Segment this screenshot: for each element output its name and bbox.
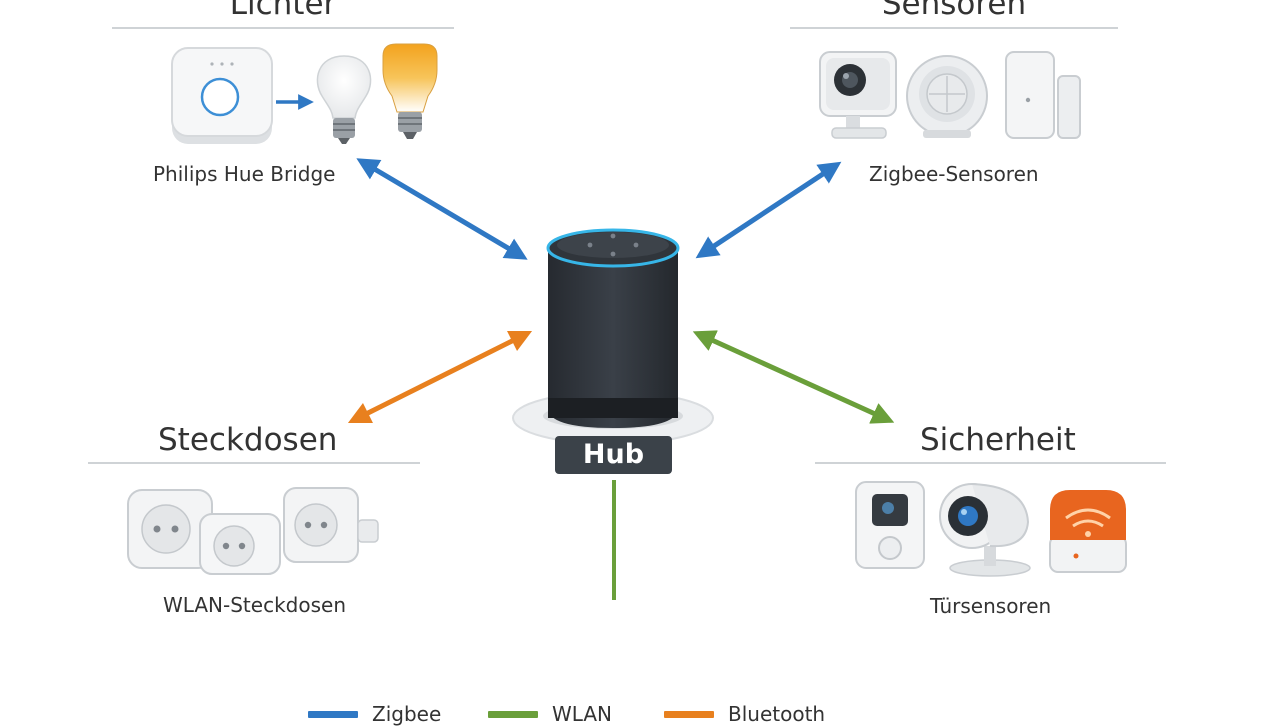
legend-item-zigbee: Zigbee [308, 702, 441, 726]
legend-item-wlan: WLAN [488, 702, 612, 726]
lights-title: Lichter [229, 0, 337, 22]
security-divider [815, 462, 1166, 464]
sensors-caption: Zigbee-Sensoren [869, 162, 1039, 186]
legend-label-wlan: WLAN [552, 702, 613, 726]
lights-divider [112, 27, 454, 29]
security-title: Sicherheit [920, 422, 1076, 458]
legend-label-bluetooth: Bluetooth [728, 702, 826, 726]
plugs-title: Steckdosen [158, 422, 338, 458]
security-camera-icon [939, 483, 1031, 577]
legend-swatch-zigbee [308, 710, 358, 718]
security-caption: Türsensoren [930, 594, 1052, 618]
contact-sensor-icon [1005, 51, 1081, 139]
smart-plug-icon [127, 487, 379, 575]
color-bulb-icon [382, 43, 438, 139]
legend-label-zigbee: Zigbee [372, 702, 442, 726]
hue-bridge-icon [171, 47, 273, 144]
motion-sensor-icon [906, 55, 988, 138]
light-bulb-icon [316, 55, 372, 144]
hub-label: Hub [555, 436, 672, 474]
plugs-divider [88, 462, 420, 464]
plugs-caption: WLAN-Steckdosen [163, 593, 346, 617]
lights-caption: Philips Hue Bridge [153, 162, 336, 186]
zigbee-link-lights [356, 158, 528, 260]
wlan-link-security [692, 330, 895, 424]
legend-item-bluetooth: Bluetooth [664, 702, 825, 726]
sensors-divider [790, 27, 1118, 29]
camera-sensor-icon [819, 51, 897, 139]
zigbee-link-sensors [695, 161, 842, 259]
alarm-siren-icon [1049, 490, 1127, 573]
doorbell-icon [855, 481, 925, 569]
bluetooth-link-plugs [347, 330, 533, 424]
smart-speaker-hub-icon [512, 228, 714, 445]
legend-swatch-wlan [488, 710, 538, 718]
legend-swatch-bluetooth [664, 710, 714, 718]
sensors-title: Sensoren [881, 0, 1027, 22]
